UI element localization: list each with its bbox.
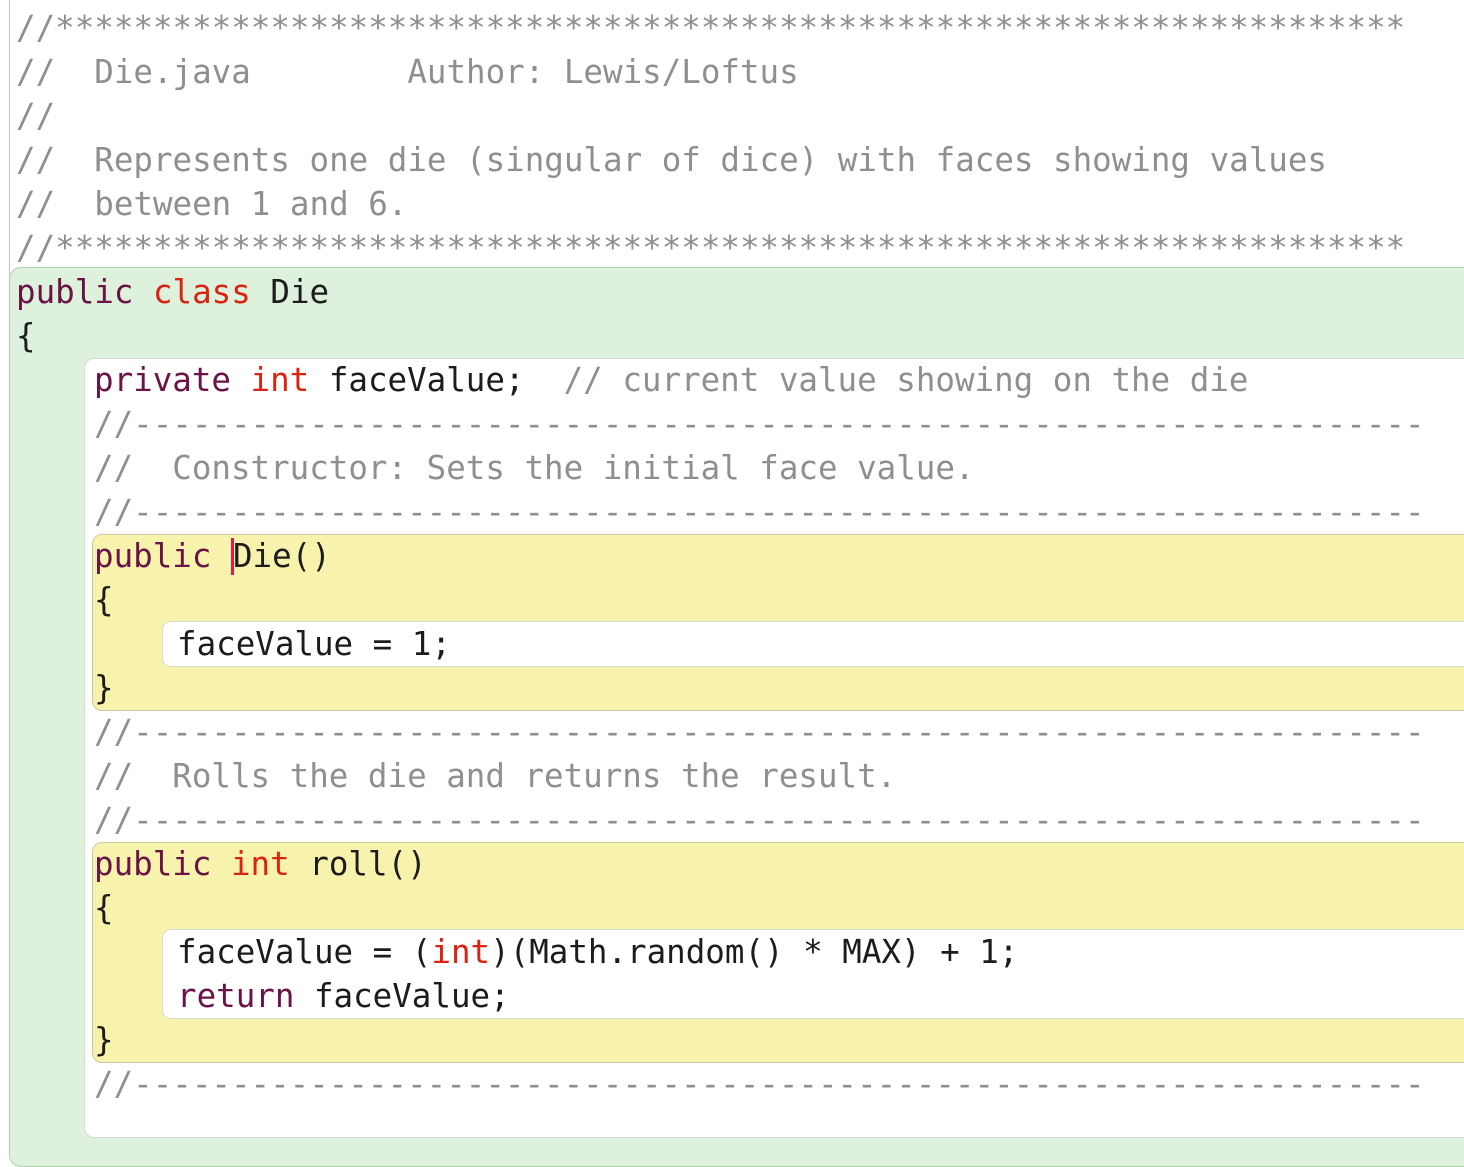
code-line: // Represents one die (singular of dice)… <box>0 138 1464 182</box>
syntax-token-type: class <box>152 273 251 311</box>
syntax-token-comment: //--------------------------------------… <box>94 493 1425 531</box>
roll-method-body-scope-highlight <box>162 929 1464 1019</box>
syntax-token-kw: return <box>177 977 295 1015</box>
syntax-token-plain: Die() <box>232 537 331 575</box>
syntax-token-comment: //--------------------------------------… <box>94 713 1425 751</box>
code-line: return faceValue; <box>0 974 1464 1018</box>
syntax-token-kw: private <box>94 361 231 399</box>
syntax-token-plain <box>231 361 251 399</box>
syntax-token-comment: //--------------------------------------… <box>94 1065 1425 1103</box>
syntax-token-plain: } <box>94 1021 114 1059</box>
syntax-token-plain: faceValue = ( <box>177 933 432 971</box>
code-line: //--------------------------------------… <box>0 402 1464 446</box>
syntax-token-comment: // Constructor: Sets the initial face va… <box>94 449 975 487</box>
syntax-token-comment: // <box>16 97 56 135</box>
syntax-token-kw: public <box>94 845 212 883</box>
syntax-token-comment: //**************************************… <box>16 9 1406 47</box>
code-line: { <box>0 314 1464 358</box>
code-line: public Die() <box>0 534 1464 578</box>
syntax-token-plain: faceValue; <box>294 977 510 1015</box>
syntax-token-plain: { <box>94 889 114 927</box>
syntax-token-plain: } <box>94 669 114 707</box>
constructor-body-scope-highlight <box>162 621 1464 667</box>
code-line: { <box>0 886 1464 930</box>
syntax-token-comment: //--------------------------------------… <box>94 801 1425 839</box>
code-line: faceValue = (int)(Math.random() * MAX) +… <box>0 930 1464 974</box>
syntax-token-plain <box>211 537 231 575</box>
code-line: } <box>0 666 1464 710</box>
syntax-token-plain: Die <box>250 273 330 311</box>
code-area[interactable]: //**************************************… <box>0 6 1464 1106</box>
syntax-token-comment: //--------------------------------------… <box>94 405 1425 443</box>
syntax-token-comment: // between 1 and 6. <box>16 185 408 223</box>
syntax-token-plain: faceValue = 1; <box>177 625 451 663</box>
syntax-token-plain: )(Math.random() * MAX) + 1; <box>490 933 1019 971</box>
syntax-token-plain: roll() <box>289 845 427 883</box>
code-line: //--------------------------------------… <box>0 1062 1464 1106</box>
code-line: // <box>0 94 1464 138</box>
syntax-token-type: int <box>230 845 290 883</box>
code-line: faceValue = 1; <box>0 622 1464 666</box>
syntax-token-plain: { <box>16 317 36 355</box>
code-line: public int roll() <box>0 842 1464 886</box>
code-line: // between 1 and 6. <box>0 182 1464 226</box>
syntax-token-kw: public <box>16 273 134 311</box>
syntax-token-comment: // Represents one die (singular of dice)… <box>16 141 1327 179</box>
syntax-token-type: int <box>250 361 310 399</box>
syntax-token-kw: public <box>94 537 212 575</box>
code-line: { <box>0 578 1464 622</box>
syntax-token-plain <box>211 845 231 883</box>
syntax-token-plain: faceValue; <box>309 361 525 399</box>
syntax-token-comment: // current value showing on the die <box>524 361 1249 399</box>
code-line: // Die.java Author: Lewis/Loftus <box>0 50 1464 94</box>
syntax-token-comment: //**************************************… <box>16 229 1406 267</box>
code-line: // Constructor: Sets the initial face va… <box>0 446 1464 490</box>
syntax-token-plain <box>133 273 153 311</box>
code-line: //**************************************… <box>0 6 1464 50</box>
syntax-token-comment: // Rolls the die and returns the result. <box>94 757 897 795</box>
syntax-token-type: int <box>431 933 491 971</box>
code-line: //**************************************… <box>0 226 1464 270</box>
syntax-token-plain: { <box>94 581 114 619</box>
syntax-token-comment: // Die.java Author: Lewis/Loftus <box>16 53 799 91</box>
code-line: } <box>0 1018 1464 1062</box>
code-line: private int faceValue; // current value … <box>0 358 1464 402</box>
code-line: // Rolls the die and returns the result. <box>0 754 1464 798</box>
code-line: //--------------------------------------… <box>0 798 1464 842</box>
code-line: //--------------------------------------… <box>0 490 1464 534</box>
code-line: //--------------------------------------… <box>0 710 1464 754</box>
code-line: public class Die <box>0 270 1464 314</box>
text-caret <box>230 537 234 575</box>
